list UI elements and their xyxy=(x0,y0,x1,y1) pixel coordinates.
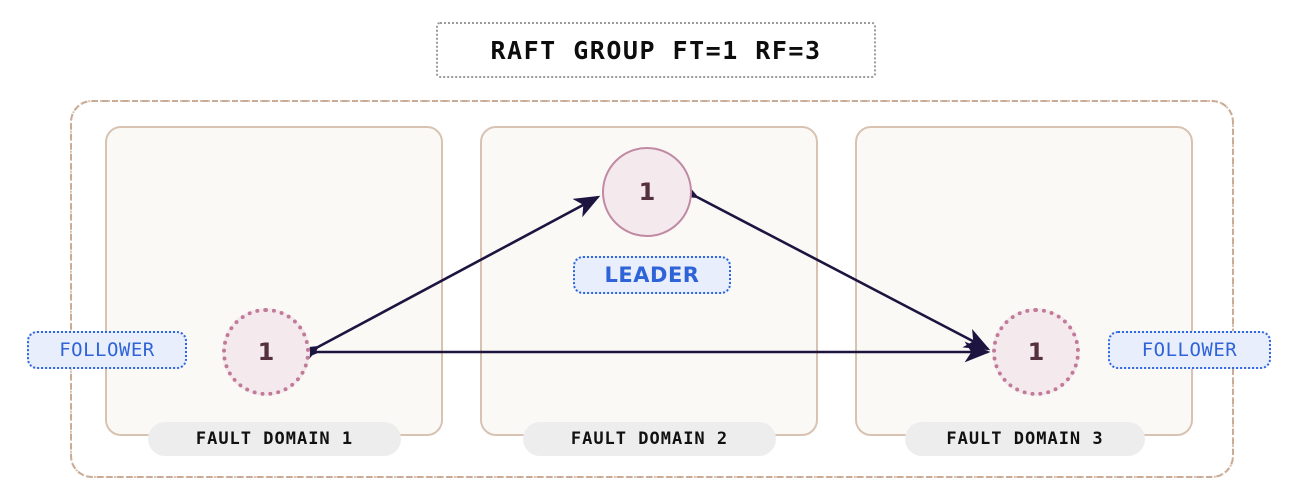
role-badge-leader-label: LEADER xyxy=(604,263,700,287)
fault-domain-label-1: FAULT DOMAIN 1 xyxy=(148,422,401,456)
role-badge-follower-left: FOLLOWER xyxy=(27,331,187,369)
fault-domain-label-3-text: FAULT DOMAIN 3 xyxy=(946,429,1104,449)
fault-domain-label-2-text: FAULT DOMAIN 2 xyxy=(570,429,729,449)
raft-group-title-box: RAFT GROUP FT=1 RF=3 xyxy=(436,22,876,78)
node-follower-1[interactable]: 1 xyxy=(222,308,310,396)
role-badge-follower-right: FOLLOWER xyxy=(1108,331,1271,369)
fault-domain-label-3: FAULT DOMAIN 3 xyxy=(905,422,1145,456)
node-follower-3-label: 1 xyxy=(1027,338,1045,366)
role-badge-leader: LEADER xyxy=(573,256,731,294)
raft-group-container xyxy=(70,100,1234,478)
node-leader-label: 1 xyxy=(638,178,656,206)
node-leader[interactable]: 1 xyxy=(602,147,692,237)
node-follower-3[interactable]: 1 xyxy=(992,308,1080,396)
role-badge-follower-right-label: FOLLOWER xyxy=(1141,339,1238,361)
page-title: RAFT GROUP FT=1 RF=3 xyxy=(490,35,822,65)
role-badge-follower-left-label: FOLLOWER xyxy=(59,339,155,361)
fault-domain-label-1-text: FAULT DOMAIN 1 xyxy=(195,429,354,449)
node-follower-1-label: 1 xyxy=(257,338,275,366)
fault-domain-label-2: FAULT DOMAIN 2 xyxy=(523,422,776,456)
